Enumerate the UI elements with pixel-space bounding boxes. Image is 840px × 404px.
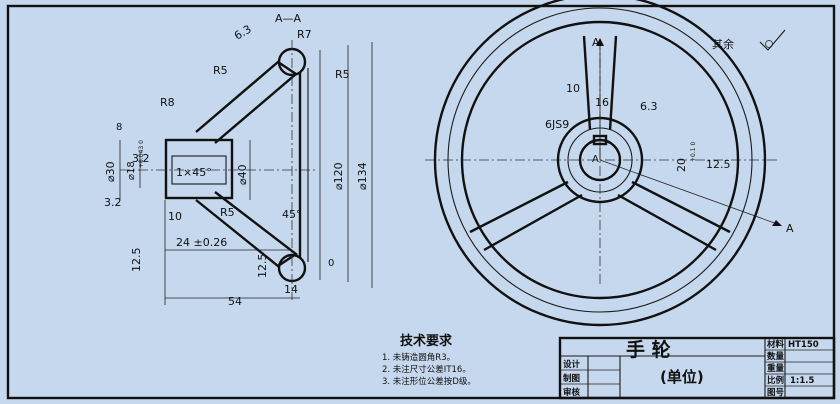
dia-18: ⌀18 [126, 161, 137, 180]
dia-134: ⌀134 [356, 162, 369, 190]
label-scale: 比例 [767, 375, 785, 386]
r7-label: R7 [297, 28, 312, 41]
row-label-design: 设计 [563, 359, 581, 370]
keyway-dim-20: 20 [675, 158, 688, 172]
other-surfaces-note: 其余 [712, 37, 734, 51]
r5-top-right: R5 [335, 68, 350, 81]
rim-outer [433, 0, 767, 327]
spoke-dim-16: 16 [595, 96, 609, 109]
lower-spoke [195, 191, 299, 268]
scale-value: 1:1.5 [790, 376, 814, 386]
chamfer-label: 1×45° [176, 166, 212, 179]
rim-inner [460, 20, 740, 300]
dim-54: 54 [228, 295, 242, 308]
rim-inner-edge [447, 7, 753, 313]
dim-14: 14 [284, 283, 298, 296]
spoke-dim-10: 10 [566, 82, 580, 95]
section-mark-center: A [592, 154, 599, 165]
technical-requirements: 技术要求 1. 未铸造圆角R3。 2. 未注尺寸公差IT16。 3. 未注形位公… [382, 333, 476, 387]
label-drawing-no: 图号 [767, 388, 785, 398]
spoke-top [582, 35, 618, 131]
label-weight: 重量 [767, 363, 785, 374]
label-material: 材料 [766, 339, 785, 350]
dim-10: 10 [168, 210, 182, 223]
roughness-6-3: 6.3 [232, 23, 254, 43]
dia-18-tolerance: +0.043 0 [138, 140, 145, 168]
hub-section [164, 138, 234, 200]
section-label: A—A [275, 12, 302, 25]
section-cut-line [599, 159, 781, 226]
tech-item-1: 1. 未铸造圆角R3。 [382, 352, 455, 363]
roughness-3-2-b: 3.2 [104, 196, 122, 209]
r5-bottom: R5 [220, 206, 235, 219]
dim-24: 24 ±0.26 [176, 236, 227, 249]
tech-item-2: 2. 未注尺寸公差IT16。 [382, 364, 471, 375]
roughness-12-5-b: 12.5 [256, 254, 269, 279]
roughness-12-5: 12.5 [130, 248, 143, 273]
dia-30: ⌀30 [104, 161, 117, 182]
upper-spoke [195, 60, 298, 144]
spoke-bottom-left [469, 180, 583, 252]
angle-45: 45° [282, 208, 302, 221]
front-roughness-6-3: 6.3 [640, 100, 658, 113]
r8-label: R8 [160, 96, 175, 109]
hub-bore [171, 155, 227, 185]
row-label-draft: 制图 [563, 373, 580, 384]
section-view: A—A R7 6.3 R5 R5 R8 8 ⌀30 ⌀18 +0.043 [104, 12, 373, 308]
label-quantity: 数量 [767, 351, 785, 362]
keyway-dim-20-tolerance: +0.1 0 [690, 142, 697, 162]
dia-120: ⌀120 [332, 162, 345, 190]
front-roughness-12-5: 12.5 [706, 158, 731, 171]
r5-left: R5 [213, 64, 228, 77]
material-value: HT150 [788, 340, 819, 350]
tech-item-3: 3. 未注形位公差按D级。 [382, 376, 476, 387]
part-name: 手 轮 [626, 338, 671, 361]
section-mark-bottom: A [786, 222, 794, 235]
tech-heading: 技术要求 [400, 333, 453, 349]
spoke-bottom-right [617, 180, 731, 252]
row-label-review: 审核 [563, 387, 581, 398]
unit-label: (单位) [660, 368, 704, 386]
dim-8: 8 [116, 122, 122, 133]
keyway-tolerance: 6JS9 [545, 118, 569, 131]
dim-0: 0 [328, 258, 334, 269]
roughness-3-2-a: 3.2 [132, 152, 150, 165]
front-view: A A A 10 16 6.3 6JS9 20 +0.1 0 12.5 [425, 0, 794, 327]
roughness-symbol [759, 29, 786, 51]
section-mark-top: A [592, 36, 600, 49]
dia-40: ⌀40 [236, 164, 249, 185]
title-block: 手 轮 (单位) 设计 制图 审核 材料 数量 重量 比例 图号 HT150 1… [558, 336, 836, 400]
sheet-border [6, 4, 836, 400]
